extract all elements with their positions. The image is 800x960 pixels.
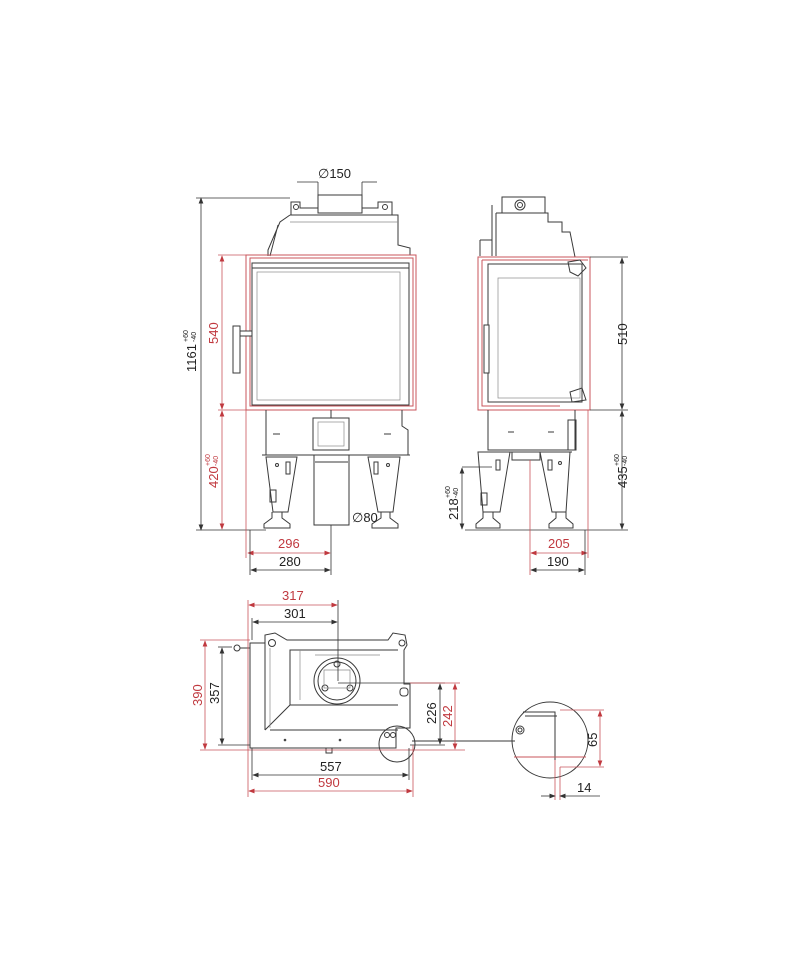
dim-inlet-diameter: ∅80: [352, 510, 378, 525]
dim-leg-height: 218 +60 -40: [445, 486, 461, 520]
dim-door-height: 540: [206, 322, 221, 344]
dim-side-width-black: 190: [547, 554, 569, 569]
detail-magnified: [511, 701, 589, 779]
svg-text:-40: -40: [213, 456, 220, 466]
dim-flue-diameter: ∅150: [318, 166, 351, 181]
front-frame-outline: [245, 254, 417, 411]
side-frame-outline: [477, 256, 591, 411]
plan-view: 317 301 390 357 226 242 557 590 65 14: [190, 588, 604, 800]
front-door: [251, 262, 410, 406]
dim-front-width-black: 280: [279, 554, 301, 569]
side-legs: [475, 451, 574, 529]
dim-total-height: 1161 +60 -40: [183, 330, 199, 372]
front-lower-body: [262, 410, 410, 456]
dim-plan-depth-black: 357: [207, 682, 222, 704]
flue-collar: [317, 194, 363, 214]
dim-base-height: 420 +60 -40: [205, 454, 221, 488]
svg-text:+60: +60: [183, 330, 190, 342]
svg-text:+60: +60: [205, 454, 212, 466]
dim-plan-side-depth-black: 226: [424, 702, 439, 724]
svg-text:218: 218: [446, 498, 461, 520]
svg-text:1161: 1161: [184, 344, 199, 372]
side-glass: [497, 277, 581, 399]
front-legs: [263, 456, 401, 529]
side-door: [487, 263, 583, 403]
inlet-cover: [312, 417, 350, 451]
front-view: ∅150 1161 +60 -40 540 420 +60 -40 ∅80 29…: [183, 166, 417, 575]
side-lower-body: [478, 410, 577, 453]
front-top-casing: [267, 194, 411, 257]
air-inlet-pipe: [313, 455, 350, 526]
dim-front-width-red: 296: [278, 536, 300, 551]
svg-text:-40: -40: [191, 332, 198, 342]
dim-plan-width-black: 557: [320, 759, 342, 774]
dim-side-base-height: 435 +60 -40: [614, 454, 630, 488]
svg-text:-40: -40: [453, 488, 460, 498]
svg-text:+60: +60: [445, 486, 452, 498]
dim-plan-flue-offset-red: 317: [282, 588, 304, 603]
dim-side-width-red: 205: [548, 536, 570, 551]
dim-detail-height: 65: [585, 733, 600, 747]
side-view: 510 435 +60 -40 218 +60 -40 205 190: [445, 196, 630, 575]
side-top-casing: [479, 196, 576, 258]
dim-detail-offset: 14: [577, 780, 591, 795]
door-handle-icon: [232, 325, 253, 374]
front-glass: [256, 271, 401, 401]
dim-plan-side-depth-red: 242: [440, 705, 455, 727]
dim-side-door-height: 510: [615, 323, 630, 345]
detail-marker: [378, 725, 416, 763]
flue-ring: [313, 657, 361, 705]
svg-text:+60: +60: [614, 454, 621, 466]
svg-text:-40: -40: [622, 456, 629, 466]
dim-plan-depth-red: 390: [190, 684, 205, 706]
dim-plan-width-red: 590: [318, 775, 340, 790]
dim-plan-flue-offset-black: 301: [284, 606, 306, 621]
svg-text:435: 435: [615, 466, 630, 488]
svg-text:420: 420: [206, 466, 221, 488]
